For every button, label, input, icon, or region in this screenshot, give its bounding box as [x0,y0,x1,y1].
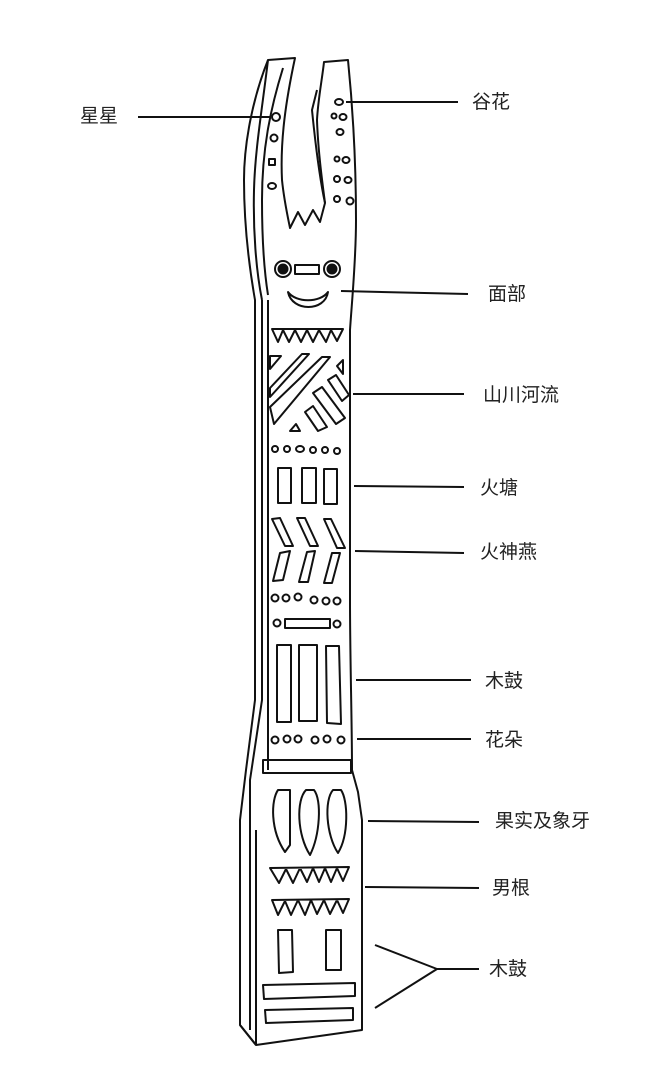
label-stars: 星星 [80,105,119,127]
mountains-rivers-motif [269,353,350,432]
label-wooden-drum-2: 木鼓 [489,958,528,980]
horizontal-bar [262,759,352,774]
fire-pit-motif [277,467,338,505]
flowers-motif [270,734,346,745]
stars-motif [267,112,281,190]
label-fire-god-swallow: 火神燕 [480,541,538,563]
wooden-drum-motif-1 [276,644,342,725]
dot-row-2 [270,592,342,629]
label-fruit-ivory: 果实及象牙 [495,810,591,832]
fruit-ivory-motif [272,789,348,856]
label-wooden-drum-1: 木鼓 [485,670,524,692]
label-phallus: 男根 [492,877,531,899]
leader-lines [138,101,480,1009]
pillar-outline [239,57,363,1046]
label-face: 面部 [488,283,527,305]
wooden-drum-motif-2 [262,929,356,1024]
label-fire-pit: 火塘 [480,477,519,499]
dot-row-1 [271,445,341,455]
label-flowers: 花朵 [485,729,524,751]
face-motif [274,260,341,308]
grain-flowers-motif [330,98,355,206]
teeth-motif [271,328,344,343]
fire-god-swallow-motif [271,517,346,584]
phallus-motif [269,866,350,916]
label-mountains-rivers: 山川河流 [483,384,560,406]
label-grain-flowers: 谷花 [472,91,511,113]
